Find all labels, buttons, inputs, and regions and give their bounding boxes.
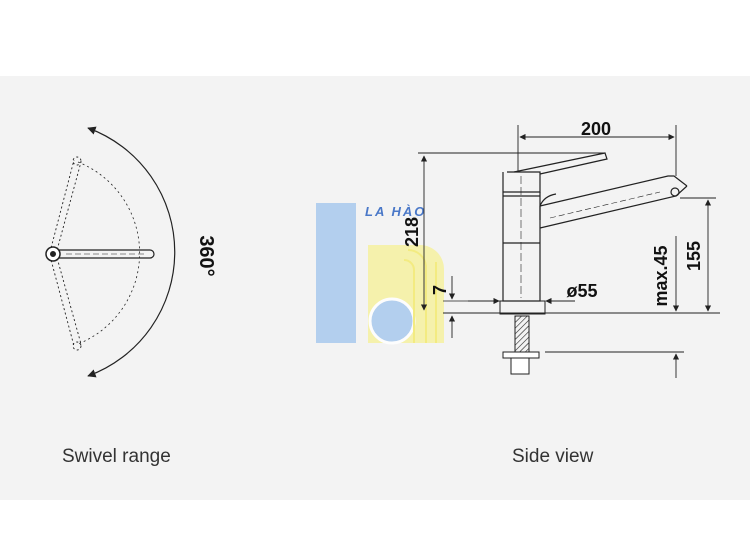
base-plate xyxy=(499,300,546,315)
side-view-caption: Side view xyxy=(512,446,594,467)
dim-7-label: 7 xyxy=(430,285,450,295)
side-view xyxy=(443,152,720,375)
lever-handle xyxy=(513,152,608,175)
watermark-logo xyxy=(316,203,444,345)
swivel-arc xyxy=(87,126,176,378)
swivel-view xyxy=(45,126,176,378)
spout-upper-dotted xyxy=(49,156,82,255)
dim-218-label: 218 xyxy=(402,217,422,247)
nut xyxy=(502,351,540,359)
dim-200-label: 200 xyxy=(581,119,611,139)
faucet-body xyxy=(502,171,557,302)
dim-155-label: 155 xyxy=(684,241,704,271)
hose-end xyxy=(510,357,530,375)
pivot-center xyxy=(50,251,56,257)
spout xyxy=(539,175,688,229)
swivel-caption: Swivel range xyxy=(62,446,171,467)
dim-max45-label: max.45 xyxy=(651,245,671,306)
dim-55-label: ø55 xyxy=(566,281,597,301)
swivel-guide-arc xyxy=(77,161,140,345)
spout-lower-dotted xyxy=(49,253,82,351)
swivel-angle-label: 360° xyxy=(195,235,217,276)
threaded-rod xyxy=(514,315,530,357)
watermark-text: LA HÀO xyxy=(365,204,426,219)
spout-solid xyxy=(56,249,155,259)
dimension-lines xyxy=(418,125,716,378)
